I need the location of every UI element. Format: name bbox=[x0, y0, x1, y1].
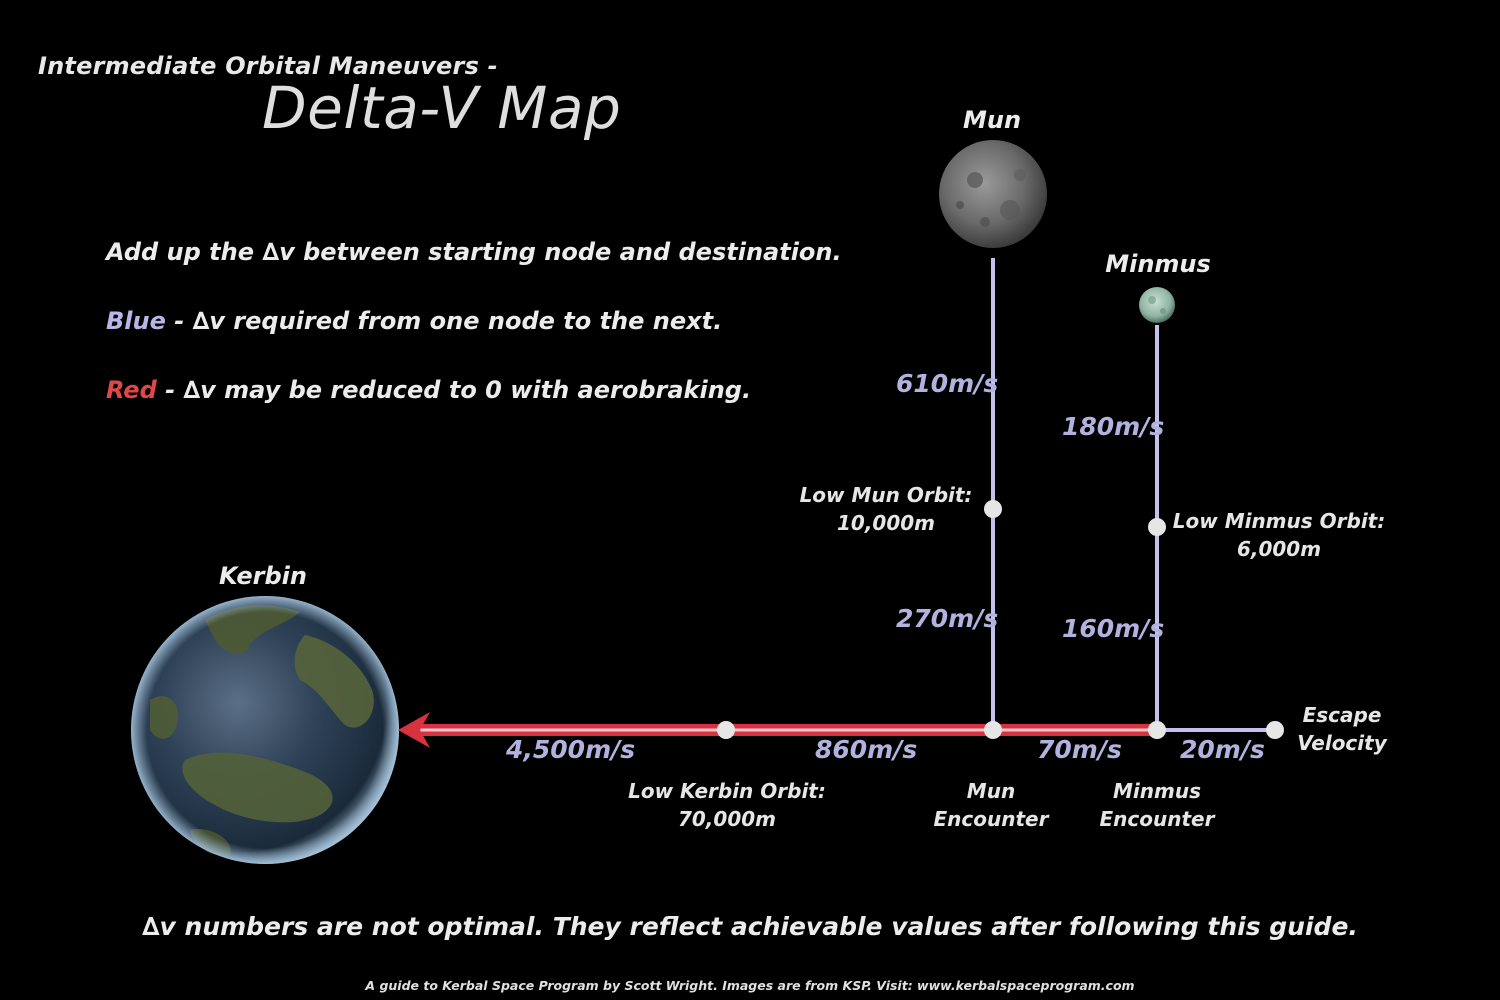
label-low-kerbin-orbit-line2: 70,000m bbox=[677, 807, 777, 831]
page-title: Delta-V Map bbox=[262, 74, 622, 142]
label-escape-velocity-line2: Velocity bbox=[1297, 731, 1387, 755]
label-minmus-encounter: Minmus Encounter bbox=[1100, 777, 1215, 833]
node-low-minmus-orbit bbox=[1148, 518, 1166, 536]
node-mun-encounter bbox=[984, 721, 1002, 739]
legend-red-text: - ∆v may be reduced to 0 with aerobrakin… bbox=[156, 376, 752, 404]
node-minmus-encounter bbox=[1148, 721, 1166, 739]
label-mun-encounter-line2: Encounter bbox=[933, 807, 1049, 831]
kerbin-planet bbox=[131, 596, 399, 864]
legend-blue-word: Blue bbox=[106, 307, 166, 335]
legend-red: Red - ∆v may be reduced to 0 with aerobr… bbox=[106, 376, 751, 404]
subtitle: Intermediate Orbital Maneuvers - bbox=[38, 52, 498, 80]
legend-blue: Blue - ∆v required from one node to the … bbox=[106, 307, 722, 335]
label-low-kerbin-orbit: Low Kerbin Orbit: 70,000m bbox=[628, 777, 826, 833]
dv-low-mun-to-mun: 610m/s bbox=[896, 369, 999, 398]
label-low-mun-orbit-line1: Low Mun Orbit: bbox=[799, 483, 973, 507]
footer-note: ∆v numbers are not optimal. They reflect… bbox=[142, 912, 1358, 941]
label-escape-velocity: Escape Velocity bbox=[1297, 701, 1387, 757]
label-low-mun-orbit-line2: 10,000m bbox=[836, 511, 936, 535]
dv-lko-to-mun-encounter: 860m/s bbox=[815, 735, 918, 764]
dv-mun-to-minmus-encounter: 70m/s bbox=[1037, 735, 1122, 764]
dv-low-minmus-to-minmus: 180m/s bbox=[1062, 412, 1165, 441]
minmus-label: Minmus bbox=[1105, 250, 1211, 278]
dv-kerbin-to-lko: 4,500m/s bbox=[506, 735, 636, 764]
dv-minmus-encounter-to-low-minmus: 160m/s bbox=[1062, 614, 1165, 643]
dv-minmus-to-escape: 20m/s bbox=[1180, 735, 1265, 764]
node-low-mun-orbit bbox=[984, 500, 1002, 518]
label-mun-encounter: Mun Encounter bbox=[934, 777, 1049, 833]
label-low-minmus-orbit-line1: Low Minmus Orbit: bbox=[1172, 509, 1386, 533]
label-low-minmus-orbit-line2: 6,000m bbox=[1236, 537, 1322, 561]
label-low-mun-orbit: Low Mun Orbit: 10,000m bbox=[800, 481, 973, 537]
footer-credit: A guide to Kerbal Space Program by Scott… bbox=[365, 978, 1135, 993]
label-minmus-encounter-line2: Encounter bbox=[1099, 807, 1215, 831]
mun-moon bbox=[939, 140, 1047, 248]
mun-label: Mun bbox=[962, 106, 1022, 134]
node-escape-velocity bbox=[1266, 721, 1284, 739]
label-low-minmus-orbit: Low Minmus Orbit: 6,000m bbox=[1173, 507, 1385, 563]
legend-red-word: Red bbox=[106, 376, 157, 404]
node-low-kerbin-orbit bbox=[717, 721, 735, 739]
label-escape-velocity-line1: Escape bbox=[1302, 703, 1382, 727]
kerbin-label: Kerbin bbox=[219, 562, 307, 590]
label-low-kerbin-orbit-line1: Low Kerbin Orbit: bbox=[628, 779, 826, 803]
legend-blue-text: - ∆v required from one node to the next. bbox=[165, 307, 723, 335]
dv-mun-encounter-to-low-mun: 270m/s bbox=[896, 604, 999, 633]
label-minmus-encounter-line1: Minmus bbox=[1113, 779, 1201, 803]
label-mun-encounter-line1: Mun bbox=[966, 779, 1016, 803]
minmus-moon bbox=[1139, 287, 1175, 323]
arrow-head-icon bbox=[398, 712, 430, 748]
legend-instructions: Add up the ∆v between starting node and … bbox=[106, 238, 842, 266]
